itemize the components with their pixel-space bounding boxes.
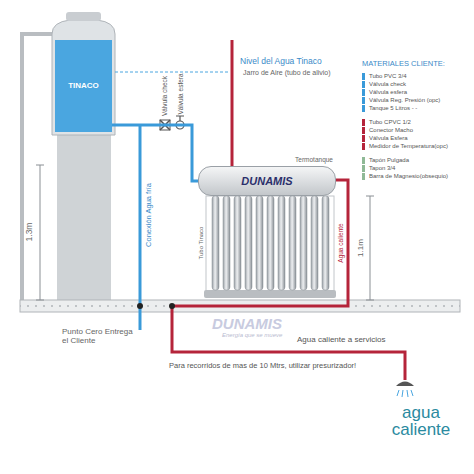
legend-swatch: [362, 127, 365, 134]
watermark: Energía que se mueve: [222, 332, 282, 339]
legend-text: Tapón Pulgada: [369, 156, 409, 164]
legend-text: Válvula Reg. Presión (opc): [369, 96, 440, 104]
tank-stand: [57, 134, 111, 302]
legend-text: Válvula Esfera: [369, 134, 408, 142]
legend-item: Tapon 3/4: [362, 164, 470, 172]
level-label: Nivel del Agua Tinaco: [240, 57, 322, 66]
pipe-label: Agua caliente: [337, 223, 344, 262]
pipe-label: Conexión Agua fría: [145, 183, 153, 247]
part-label: Tubo Tinaco: [198, 227, 205, 260]
thermo-tank: TermotanqueDUNAMIS: [198, 166, 336, 196]
tank-lid: [66, 12, 101, 21]
legend-swatch: [362, 119, 365, 126]
hot-water-pipe: [172, 180, 405, 380]
cold-water-connector: [112, 125, 198, 181]
legend-swatch: [362, 135, 365, 142]
legend-swatch: [362, 165, 365, 172]
legend-swatch: [362, 73, 365, 80]
tank-water: [55, 40, 112, 132]
pipe-dot: [169, 303, 175, 309]
legend-swatch: [362, 143, 365, 150]
legend-text: Medidor de Temperatura(opc): [369, 142, 448, 150]
legend-item: Válvula Esfera: [362, 134, 470, 142]
part-label: Termotanque: [295, 156, 333, 163]
legend-text: Tubo PVC 3/4: [369, 72, 406, 80]
legend-item: Válvula Reg. Presión (opc): [362, 96, 470, 104]
vacuum-tubes: [212, 196, 329, 290]
water-tank: TINACO: [55, 40, 112, 132]
water-level-line: [115, 72, 228, 73]
legend-item: Válvula check: [362, 80, 470, 88]
ball-valve: [176, 116, 184, 129]
note-label: Jarro de Aire (tubo de alivio): [243, 69, 331, 77]
dimension-line: [366, 196, 374, 300]
part-label: Válvula esfera: [177, 73, 184, 114]
dimension-label: 1.3m: [25, 223, 34, 242]
legend-item: Barra de Magnesio(obsequio): [362, 172, 470, 180]
legend-swatch: [362, 105, 365, 112]
legend-item: Tubo CPVC 1/2: [362, 118, 470, 126]
legend-text: Tanque 5 Litros - -: [369, 104, 417, 112]
pipe-label: Agua caliente a servicios: [297, 336, 386, 345]
legend-item: Válvula esfera: [362, 88, 470, 96]
legend-swatch: [362, 89, 365, 96]
collector-rail: [204, 290, 336, 298]
part-label: Válvula check: [161, 76, 168, 116]
legend: Tubo PVC 3/4Válvula checkVálvula esferaV…: [362, 72, 470, 180]
legend-item: Medidor de Temperatura(opc): [362, 142, 470, 150]
legend-item: Tubo PVC 3/4: [362, 72, 470, 80]
legend-text: Tapon 3/4: [369, 164, 395, 172]
legend-text: Tubo CPVC 1/2: [369, 118, 411, 126]
legend-swatch: [362, 173, 365, 180]
tank-shell: [52, 20, 115, 135]
legend-text: Conector Macho: [369, 126, 413, 134]
legend-item: Conector Macho: [362, 126, 470, 134]
outlet-label: agua caliente: [385, 404, 457, 438]
legend-swatch: [362, 157, 365, 164]
legend-item: Tanque 5 Litros - -: [362, 104, 470, 112]
vent-pipe: [231, 40, 234, 166]
dimension-label: 1.1m: [357, 239, 366, 257]
pipe-dot: [137, 303, 143, 309]
node-text: DUNAMIS: [241, 175, 292, 187]
node-text: TINACO: [68, 82, 99, 91]
legend-item: Tapón Pulgada: [362, 156, 470, 164]
legend-text: Válvula check: [369, 80, 406, 88]
warning-note: Para recorridos de mas de 10 Mtrs, utili…: [168, 362, 357, 370]
overflow-pipe: [22, 34, 55, 300]
shower-head: [396, 382, 414, 398]
legend-title: MATERIALES CLIENTE:: [362, 60, 445, 68]
legend-swatch: [362, 97, 365, 104]
legend-swatch: [362, 81, 365, 88]
legend-text: Válvula esfera: [369, 88, 407, 96]
note-label: Punto Cero Entrega el Cliente: [62, 328, 136, 346]
collector-frame: [206, 196, 334, 294]
legend-text: Barra de Magnesio(obsequio): [369, 172, 448, 180]
dimension-line: [36, 165, 44, 300]
watermark: DUNAMIS: [212, 316, 282, 333]
cold-water-pipe: [139, 125, 142, 330]
